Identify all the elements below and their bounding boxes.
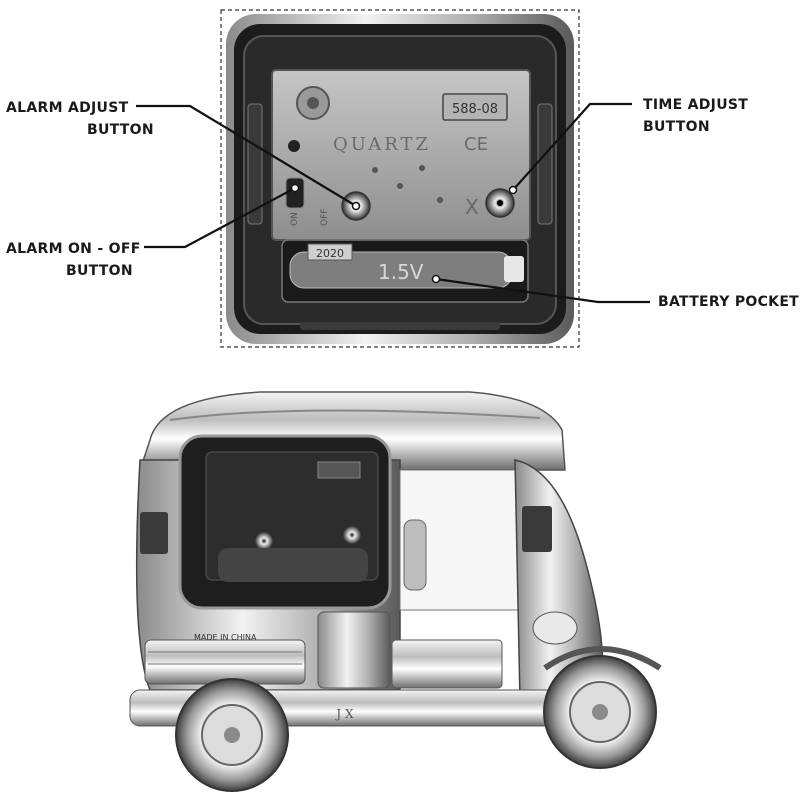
battery-year: 2020 [316, 247, 344, 260]
callout-alarm-adjust: ALARM ADJUST BUTTON [6, 97, 154, 141]
callout-alarm-on-off: ALARM ON - OFF BUTTON [6, 238, 141, 282]
made-in-label: MADE IN CHINA [194, 633, 257, 642]
callout-time-adjust-line1: TIME ADJUST [643, 97, 749, 113]
callout-alarm-adjust-line1: ALARM ADJUST [6, 100, 129, 116]
switch-off-label: OFF [320, 209, 330, 226]
callout-alarm-on-off-line1: ALARM ON - OFF [6, 241, 141, 257]
callout-battery-pocket-text: BATTERY POCKET [658, 294, 800, 310]
switch-on-label: ON [290, 212, 300, 226]
callout-time-adjust: TIME ADJUST BUTTON [643, 94, 748, 138]
battery-voltage: 1.5V [378, 260, 424, 284]
movement-closeup: 588-08 QUARTZ CE ON OFF X 2020 1.5V [220, 9, 580, 348]
leader-lines [136, 102, 650, 304]
rickshaw-clock: MADE IN CHINA J X [129, 391, 662, 792]
cert-mark: CE [464, 134, 488, 155]
plate-text: J X [334, 707, 354, 721]
brand-mark: QUARTZ [333, 134, 431, 155]
callout-time-adjust-line2: BUTTON [643, 119, 710, 135]
callout-alarm-adjust-line2: BUTTON [87, 122, 154, 138]
dashed-frame [220, 9, 580, 348]
model-number: 588-08 [452, 102, 498, 117]
callout-battery-pocket: BATTERY POCKET [658, 291, 799, 313]
alarm-switch [285, 177, 305, 209]
model-badge [442, 93, 508, 121]
callout-alarm-on-off-line2: BUTTON [66, 263, 133, 279]
svg-text:X: X [465, 195, 479, 219]
leader-dots [290, 183, 518, 284]
